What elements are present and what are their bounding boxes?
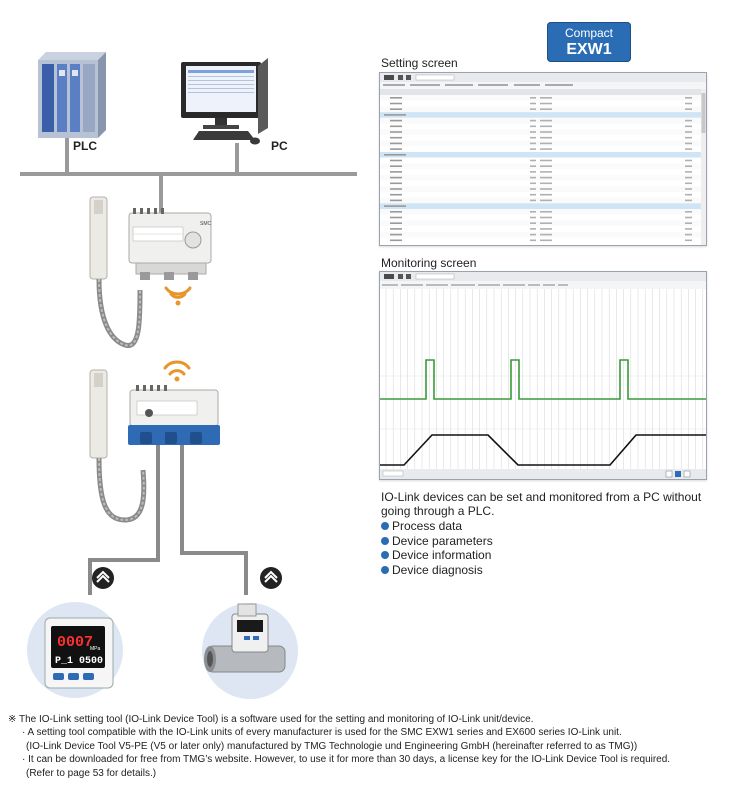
footnote-line: (Refer to page 53 for details.) (26, 767, 157, 779)
setting-screen (379, 72, 707, 246)
analog-signal-trace (380, 434, 706, 466)
description-text: IO-Link devices can be set and monitored… (381, 490, 702, 518)
io-link-icon (260, 567, 282, 589)
plc-label: PLC (73, 139, 97, 153)
footnote-line: · A setting tool compatible with the IO-… (22, 727, 622, 739)
pressure-switch-device (27, 602, 123, 698)
setting-screen-image (380, 73, 706, 245)
footnote-mark: ※ (8, 714, 19, 725)
badge-line1: Compact (564, 26, 614, 40)
footnote-line: (IO-Link Device Tool V5-PE (V5 or later … (26, 740, 638, 752)
pressure-display-bottom: P_1 0500 (55, 656, 103, 667)
footnote-line: · It can be downloaded for free from TMG… (22, 754, 671, 766)
io-link-icon (92, 567, 114, 589)
system-diagram: 0007 P_1 0500 MPa SMC (20, 52, 357, 699)
digital-signal-trace (380, 359, 706, 400)
setting-screen-title: Setting screen (381, 56, 458, 70)
pc-label: PC (271, 139, 288, 153)
plc-icon (38, 52, 106, 138)
remote-sensor-device (89, 369, 147, 523)
wireless-base-unit (128, 208, 212, 280)
feature-item: Device diagnosis (381, 563, 493, 578)
monitoring-screen-image (380, 272, 706, 479)
flow-switch-device (202, 603, 298, 699)
feature-list: Process data Device parameters Device in… (381, 519, 493, 577)
footnote: ※ The IO-Link setting tool (IO-Link Devi… (8, 713, 738, 780)
wireless-remote-unit (128, 385, 220, 445)
pressure-display-units: MPa (90, 646, 101, 652)
feature-item: Process data (381, 519, 493, 534)
cable-to-flow-switch (180, 445, 248, 595)
top-sensor-device (89, 196, 143, 348)
monitoring-screen-title: Monitoring screen (381, 256, 477, 270)
monitoring-screen (379, 271, 707, 480)
product-badge: Compact EXW1 (547, 22, 631, 62)
badge-line2: EXW1 (566, 41, 612, 58)
footnote-line: The IO-Link setting tool (IO-Link Device… (18, 714, 534, 725)
cable-to-pressure-switch (88, 445, 160, 595)
feature-item: Device information (381, 548, 493, 563)
wireless-signal-icon (164, 286, 192, 306)
pressure-display-top: 0007 (57, 634, 93, 651)
wireless-signal-icon (163, 360, 191, 382)
pc-icon (181, 58, 268, 145)
unit-marking: SMC (200, 221, 212, 227)
feature-item: Device parameters (381, 534, 493, 549)
